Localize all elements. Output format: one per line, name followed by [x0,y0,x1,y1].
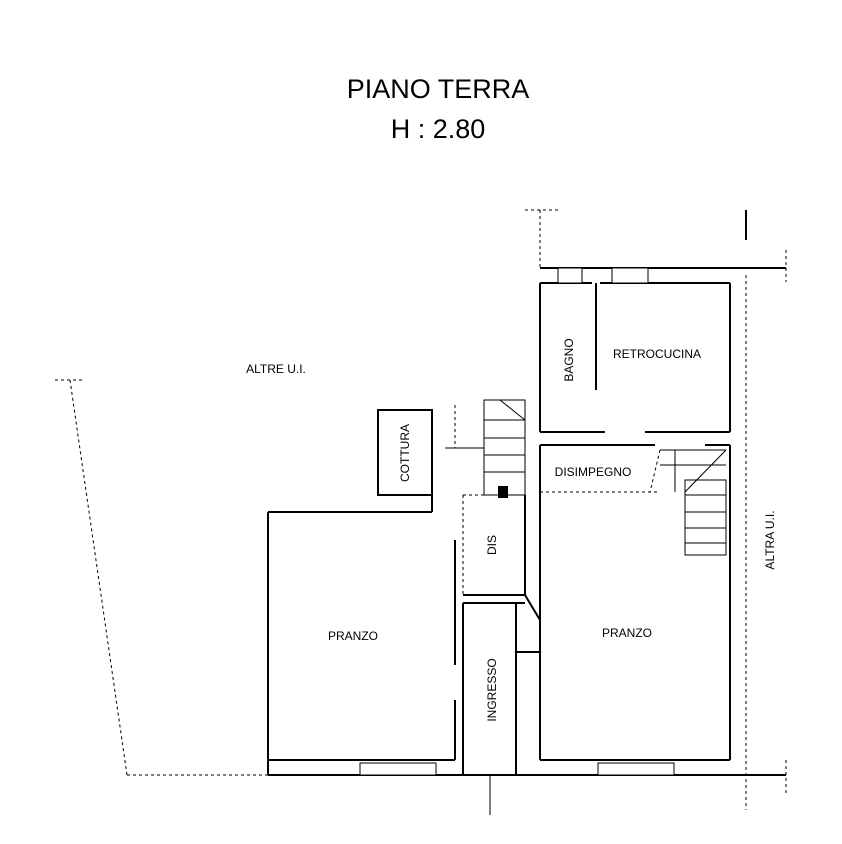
label-ingresso: INGRESSO [485,658,499,721]
neighbour-boundaries [55,209,787,810]
cottura-room [377,409,433,512]
stairs-right [649,449,727,556]
exterior-walls [267,210,786,776]
label-retrocucina: RETROCUCINA [613,347,701,361]
window-pranzo-left [359,762,437,776]
right-pranzo-walls [539,444,731,761]
upper-rooms [539,267,731,433]
label-altre-ui: ALTRE U.I. [246,362,306,376]
window-retrocucina [611,267,649,284]
window-pranzo-right [597,762,675,776]
window-bagno [557,267,583,284]
floor-title: PIANO TERRA [347,74,530,104]
label-pranzo-left: PRANZO [328,629,378,643]
label-cottura: COTTURA [398,424,412,482]
label-altra-ui: ALTRA U.I. [763,510,777,569]
label-pranzo-right: PRANZO [602,626,652,640]
left-pranzo-walls [268,540,456,761]
label-bagno: BAGNO [562,338,576,381]
label-disimpegno: DISIMPEGNO [555,465,632,479]
floor-height: H : 2.80 [391,114,486,144]
stairs-left [445,399,526,498]
central-corridor-walls [462,494,541,815]
label-dis: DIS [485,535,499,555]
